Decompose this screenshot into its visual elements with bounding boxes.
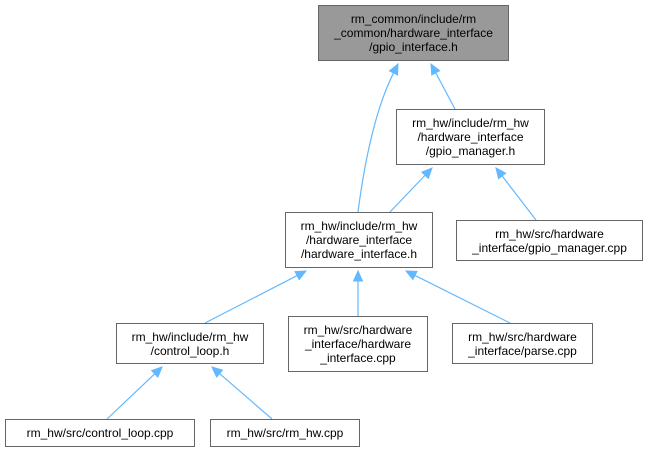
edge-gpio_manager_h-to-gpio_interface_h	[435, 72, 456, 110]
node-label: rm_hw/src/control_loop.cpp	[26, 426, 174, 440]
edge-arrowhead	[294, 270, 308, 281]
edge-control_loop_cpp-to-control_loop_h	[106, 373, 156, 420]
edge-arrowhead	[404, 270, 418, 281]
edge-arrowhead	[211, 366, 224, 378]
node-label: rm_hw/src/rm_hw.cpp	[226, 426, 344, 440]
edge-arrowhead	[495, 167, 507, 180]
node-label: rm_hw/src/hardware _interface/parse.cpp	[468, 329, 577, 358]
edge-control_loop_h-to-hardware_interface_h	[204, 275, 298, 324]
edge-arrowhead	[352, 269, 364, 282]
node-hardware-interface-h[interactable]: rm_hw/include/rm_hw /hardware_interface …	[285, 212, 433, 268]
node-gpio-manager-h[interactable]: rm_hw/include/rm_hw /hardware_interface …	[396, 109, 545, 165]
node-parse-cpp[interactable]: rm_hw/src/hardware _interface/parse.cpp	[452, 323, 593, 364]
edge-hardware_interface_h-to-gpio_interface_h	[357, 72, 395, 213]
node-gpio-interface-h[interactable]: rm_common/include/rm _common/hardware_in…	[318, 5, 509, 61]
node-gpio-manager-cpp[interactable]: rm_hw/src/hardware _interface/gpio_manag…	[456, 220, 643, 261]
node-label: rm_hw/include/rm_hw /hardware_interface …	[412, 116, 529, 158]
node-control-loop-cpp[interactable]: rm_hw/src/control_loop.cpp	[5, 419, 195, 447]
node-label: rm_hw/src/hardware _interface/gpio_manag…	[472, 226, 627, 255]
edge-arrowhead	[420, 167, 433, 180]
node-label: rm_hw/include/rm_hw /hardware_interface …	[300, 219, 418, 261]
node-hardware-interface-cpp[interactable]: rm_hw/src/hardware _interface/hardware _…	[288, 316, 428, 372]
edge-parse_cpp-to-hardware_interface_h	[414, 274, 511, 324]
edge-gpio_manager_cpp-to-gpio_manager_h	[501, 175, 537, 221]
node-control-loop-h[interactable]: rm_hw/include/rm_hw /control_loop.h	[116, 323, 264, 364]
node-label: rm_hw/include/rm_hw /control_loop.h	[131, 329, 249, 358]
edge-arrowhead	[150, 366, 163, 379]
node-label: rm_common/include/rm _common/hardware_in…	[334, 12, 493, 54]
edge-arrowhead	[430, 62, 441, 76]
node-label: rm_hw/src/hardware _interface/hardware _…	[303, 323, 413, 365]
node-rm-hw-cpp[interactable]: rm_hw/src/rm_hw.cpp	[210, 419, 360, 447]
edge-hardware_interface_h-to-gpio_manager_h	[389, 174, 426, 213]
edge-arrowhead	[388, 62, 399, 76]
edge-rm_hw_cpp-to-control_loop_h	[219, 373, 273, 420]
